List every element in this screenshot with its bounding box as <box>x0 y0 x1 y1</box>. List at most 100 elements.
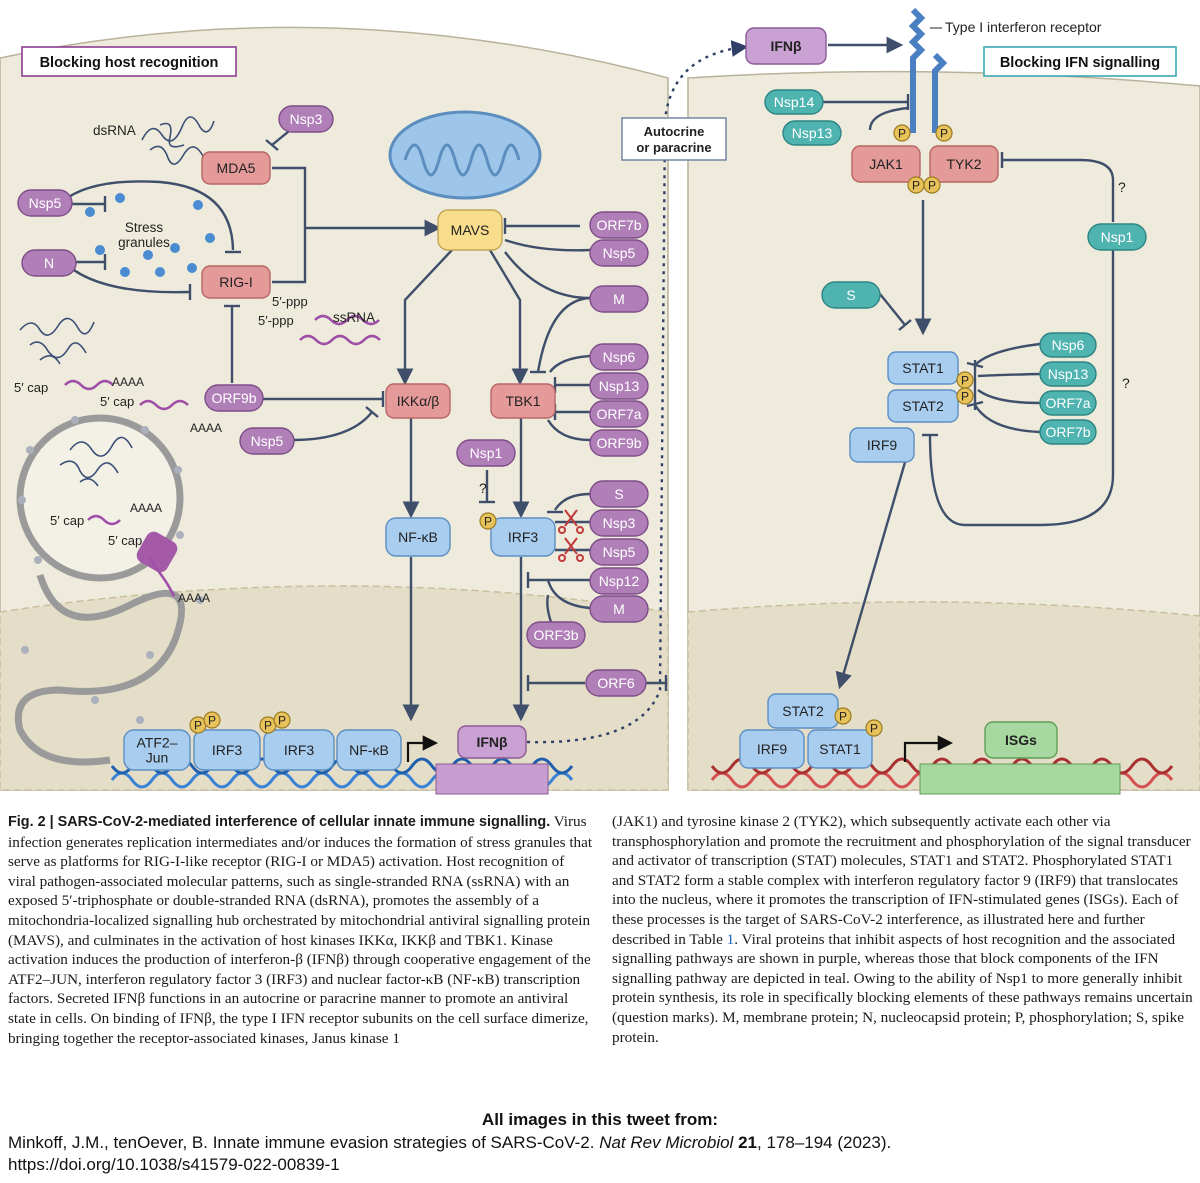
cap-label-3: 5′ cap <box>50 513 84 528</box>
nsp1-node-a-shape <box>456 439 516 467</box>
m-node-a-label: M <box>613 291 625 307</box>
orf6-node-shape <box>585 669 647 697</box>
nsp13-node-a-shape <box>589 372 649 400</box>
phospho-stat1-nuc-circle <box>865 719 883 737</box>
ikk-node-shape <box>385 383 451 419</box>
irf3-node: IRF3 <box>490 517 556 557</box>
citation: Minkoff, J.M., tenOever, B. Innate immun… <box>8 1132 1198 1176</box>
s-teal-node-shape <box>821 281 881 309</box>
ifnb-top-node-label: IFNβ <box>770 38 802 54</box>
irf3-nuc-node-b-label: IRF3 <box>284 742 315 758</box>
phospho-irf3-b-circle <box>273 711 291 729</box>
citation-pages: , 178–194 (2023). <box>757 1133 892 1152</box>
ifnb-top-node: IFNβ <box>745 27 827 65</box>
s-node-a-label: S <box>614 486 623 502</box>
ikk-node-label: IKKα/β <box>397 393 440 409</box>
mda5-node-label: MDA5 <box>217 160 256 176</box>
nsp3-node-b-label: Nsp3 <box>603 515 636 531</box>
ifnb-nuc-node: IFNβ <box>457 725 527 759</box>
orf3b-node-label: ORF3b <box>533 627 578 643</box>
stat1-node-label: STAT1 <box>902 360 944 376</box>
isgs-node-shape <box>984 721 1058 759</box>
cap-label-4: 5′ cap <box>108 533 142 548</box>
nsp5-node-c: Nsp5 <box>589 239 649 267</box>
nsp6-node-a-shape <box>589 343 649 371</box>
panel-title-left: Blocking host recognition <box>21 46 237 77</box>
nsp1-node-a-label: Nsp1 <box>470 445 503 461</box>
nsp12-node: Nsp12 <box>589 567 649 595</box>
s-teal-node-label: S <box>846 287 855 303</box>
arrows <box>61 36 1115 744</box>
phospho-stat2: P <box>956 387 974 405</box>
orf7b-teal-node: ORF7b <box>1039 419 1097 445</box>
irf9-nuc-node-shape <box>739 729 805 769</box>
isgs-node-label: ISGs <box>1005 732 1037 748</box>
mda5-node-shape <box>201 151 271 185</box>
stat2-nuc-node: STAT2 <box>767 693 839 729</box>
orf7a-node-a-label: ORF7a <box>596 406 641 422</box>
citation-authors: Minkoff, J.M., tenOever, B. Innate immun… <box>8 1133 600 1152</box>
citation-doi[interactable]: https://doi.org/10.1038/s41579-022-00839… <box>8 1155 340 1174</box>
dsrna-label: dsRNA <box>93 123 136 138</box>
stress-granules-line2: granules <box>118 235 170 250</box>
irf3-nuc-node-a: IRF3 <box>193 729 261 771</box>
stress-granule-dots <box>85 193 215 277</box>
irf3-nuc-node-b: IRF3 <box>263 729 335 771</box>
atf2-node-label: ATF2– <box>137 735 178 751</box>
phospho-stat1-nuc-label: P <box>870 722 878 736</box>
orf9b-node-a-shape <box>204 384 264 412</box>
scissors-icon <box>558 509 584 562</box>
nsp12-node-label: Nsp12 <box>599 573 640 589</box>
polya-label-3: AAAA <box>130 501 162 515</box>
nsp5-node-c-shape <box>589 239 649 267</box>
orf7a-node-a-shape <box>589 400 649 428</box>
orf9b-node-a-label: ORF9b <box>211 390 256 406</box>
orf7a-teal-node-shape <box>1039 390 1097 416</box>
tyk2-node: TYK2 <box>929 145 999 183</box>
nsp3-node: Nsp3 <box>278 105 334 133</box>
orf3b-node: ORF3b <box>526 621 586 649</box>
phospho-tyk2-bot-circle <box>923 176 941 194</box>
nsp5-node-a-shape <box>17 189 73 217</box>
nsp6-teal-node: Nsp6 <box>1039 332 1097 358</box>
ssrna-label: ssRNA <box>333 310 375 325</box>
ppp-label-2: 5′-ppp <box>258 313 294 328</box>
ifnb-nuc-node-shape <box>457 725 527 759</box>
nsp5-node-b: Nsp5 <box>239 427 295 455</box>
ikk-node: IKKα/β <box>385 383 451 419</box>
irf9-node-label: IRF9 <box>867 437 898 453</box>
m-node-b: M <box>589 595 649 623</box>
phospho-jak1-bot-label: P <box>912 179 920 193</box>
jak1-node: JAK1 <box>851 145 921 183</box>
autocrine-line2: or paracrine <box>636 140 711 155</box>
tbk1-node: TBK1 <box>490 383 556 419</box>
phospho-irf3-left-circle <box>479 512 497 530</box>
phospho-tyk2-top-label: P <box>940 127 948 141</box>
nfkb-node-label: NF-κB <box>398 529 438 545</box>
stat2-node: STAT2 <box>887 389 959 423</box>
rigi-node: RIG-I <box>201 265 271 299</box>
phospho-stat1-nuc: P <box>865 719 883 737</box>
tyk2-node-shape <box>929 145 999 183</box>
stat1-nuc-node-shape <box>807 729 873 769</box>
tyk2-node-label: TYK2 <box>946 156 981 172</box>
caption-left: Fig. 2 | SARS-CoV-2-mediated interferenc… <box>8 812 593 1048</box>
fig-label: Fig. 2 | <box>8 814 58 830</box>
nsp12-node-shape <box>589 567 649 595</box>
phospho-jak1-top-label: P <box>898 127 906 141</box>
stress-granules-line1: Stress <box>125 220 164 235</box>
ifnb-top-node-shape <box>745 27 827 65</box>
nfkb-nuc-node: NF-κB <box>336 729 402 771</box>
phospho-stat2-nuc: P <box>834 707 852 725</box>
phospho-irf3-a: P <box>259 716 277 734</box>
nsp1-teal-node: Nsp1 <box>1087 223 1147 251</box>
mda5-node: MDA5 <box>201 151 271 185</box>
irf9-nuc-node-label: IRF9 <box>757 741 788 757</box>
phospho-irf3-b-label: P <box>278 714 286 728</box>
phospho-atf2-b-label: P <box>208 714 216 728</box>
phospho-tyk2-top: P <box>935 124 953 142</box>
s-node-a-shape <box>589 480 649 508</box>
tweet-note: All images in this tweet from: <box>481 1110 719 1129</box>
table-ref-link[interactable]: 1 <box>726 930 735 948</box>
nsp5-node-d-label: Nsp5 <box>603 544 636 560</box>
